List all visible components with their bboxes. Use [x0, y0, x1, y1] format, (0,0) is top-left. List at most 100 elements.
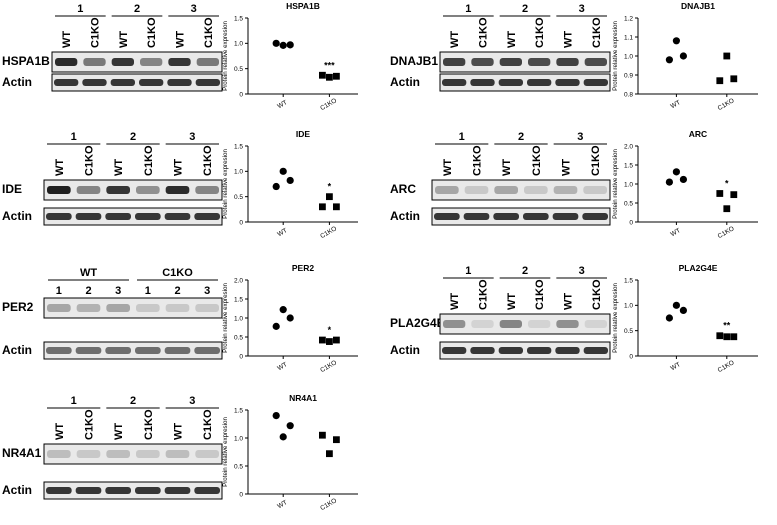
- blot-lane-label: WT: [113, 159, 125, 176]
- y-tick-label: 1.5: [624, 277, 633, 284]
- actin-band: [135, 347, 161, 354]
- data-point-c1ko: [716, 332, 724, 340]
- actin-band: [527, 347, 552, 354]
- blot-lane-label: WT: [61, 31, 73, 48]
- actin-band: [194, 487, 220, 494]
- target-band: [165, 450, 190, 458]
- actin-band: [164, 347, 191, 354]
- data-point-c1ko: [723, 205, 731, 213]
- blot-group-label: 3: [189, 395, 195, 407]
- actin-band: [46, 347, 72, 354]
- blot-lane-label: WT: [442, 159, 454, 176]
- x-tick-label: C1KO: [319, 497, 338, 512]
- target-band: [556, 320, 579, 328]
- x-tick-label: C1KO: [717, 97, 736, 112]
- target-band: [584, 320, 607, 328]
- actin-band: [105, 213, 131, 220]
- x-tick-label: WT: [276, 227, 288, 238]
- actin-band: [164, 487, 191, 494]
- y-tick-label: 0.8: [624, 91, 633, 98]
- target-band: [584, 58, 607, 66]
- y-tick-label: 0: [239, 91, 243, 98]
- blot-lane-label: C1KO: [534, 17, 546, 48]
- y-axis-label: Protein relative expresion: [612, 283, 619, 353]
- y-axis-label: Protein relative expresion: [222, 417, 229, 487]
- actin-band: [46, 213, 72, 220]
- y-tick-label: 0.5: [234, 463, 243, 470]
- actin-band: [195, 79, 220, 86]
- y-tick-label: 0.5: [234, 334, 243, 341]
- blot-lane-label: WT: [54, 159, 66, 176]
- target-band: [499, 320, 522, 328]
- data-point-wt: [279, 306, 287, 314]
- target-band: [55, 58, 78, 66]
- blot-target-label: IDE: [2, 182, 22, 196]
- data-point-wt: [672, 168, 680, 176]
- data-point-c1ko: [319, 203, 326, 211]
- blot-actin-label: Actin: [2, 483, 32, 497]
- target-blot-strip: [43, 443, 223, 465]
- y-tick-label: 0.5: [624, 200, 633, 207]
- blot-group-label: 2: [522, 265, 528, 277]
- target-band: [464, 186, 489, 194]
- actin-band: [555, 79, 580, 86]
- blot-lane-label: WT: [118, 31, 130, 48]
- data-point-wt: [665, 314, 673, 322]
- actin-band: [527, 79, 552, 86]
- target-band: [76, 304, 101, 312]
- target-band: [136, 304, 160, 312]
- actin-band: [135, 213, 161, 220]
- significance-marker: *: [725, 179, 729, 189]
- data-point-wt: [679, 52, 687, 60]
- data-point-c1ko: [716, 190, 724, 197]
- blot-group-label: 1: [71, 131, 77, 143]
- target-band: [111, 58, 134, 66]
- blot-actin-label: Actin: [390, 343, 420, 357]
- data-point-c1ko: [326, 338, 333, 345]
- blot-lane-label: C1KO: [143, 145, 155, 176]
- actin-band: [470, 79, 495, 86]
- target-band: [556, 58, 579, 66]
- blot-target-label: HSPA1B: [2, 54, 50, 68]
- blot-group-label: 3: [577, 131, 583, 143]
- target-band: [528, 58, 551, 66]
- data-point-wt: [286, 176, 294, 185]
- blot-target-label: PLA2G4E: [390, 316, 445, 330]
- significance-marker: ***: [324, 60, 335, 70]
- blot-group-label: C1KO: [162, 267, 193, 279]
- data-point-wt: [286, 41, 294, 49]
- y-tick-label: 0.9: [624, 72, 633, 79]
- actin-band: [498, 79, 523, 86]
- target-band: [106, 186, 130, 194]
- y-tick-label: 1.5: [234, 296, 243, 303]
- target-band: [195, 450, 219, 458]
- actin-band: [105, 347, 131, 354]
- actin-band: [75, 347, 102, 354]
- blot-actin-label: Actin: [2, 343, 32, 357]
- blot-lane-label: C1KO: [90, 17, 102, 48]
- target-band: [83, 58, 106, 66]
- x-tick-label: C1KO: [319, 225, 338, 240]
- target-band: [499, 58, 522, 66]
- blot-lane-label: C1KO: [202, 409, 214, 440]
- actin-band: [46, 487, 72, 494]
- blot-group-label: 3: [189, 131, 195, 143]
- y-axis-label: Protein relative expresion: [222, 283, 229, 353]
- blot-lane-label: C1KO: [591, 279, 603, 310]
- blot-lane-label: WT: [173, 423, 185, 440]
- actin-band: [75, 213, 102, 220]
- blot-lane-label: C1KO: [478, 279, 490, 310]
- data-point-c1ko: [333, 72, 340, 80]
